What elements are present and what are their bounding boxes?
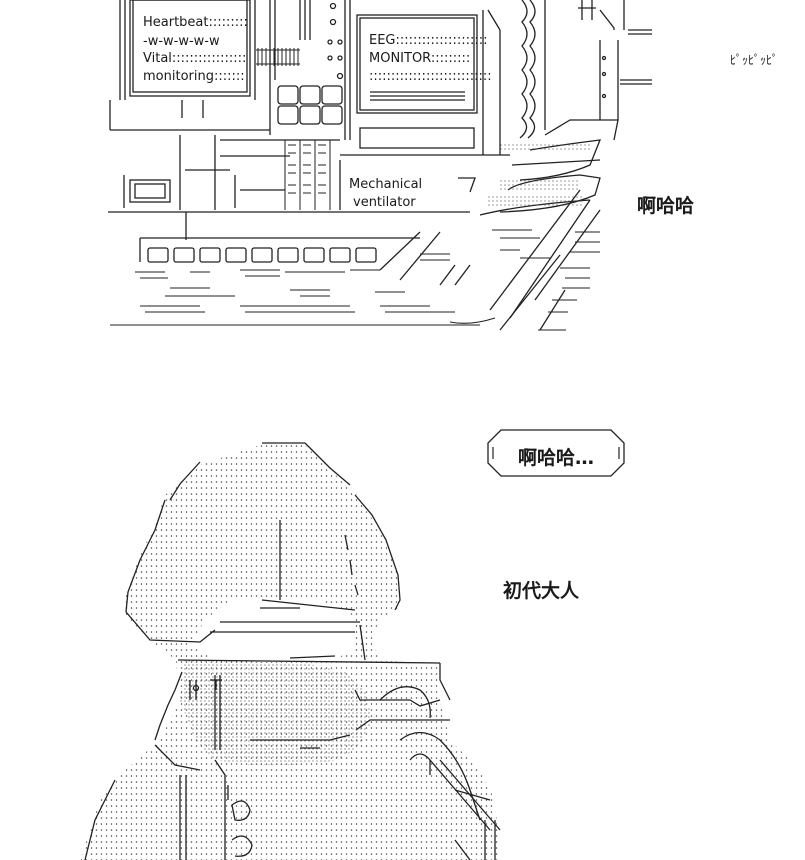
- speech-bubble-text: 啊哈哈…: [517, 447, 594, 469]
- ventilator-label-line2: ventilator: [353, 195, 416, 210]
- beep-sound-effect: ﾋﾟｯﾋﾟｯﾋﾟ: [730, 53, 779, 67]
- equipment-dots: [488, 144, 590, 206]
- monitor-right-line3: ::::::::::::::::::::::::::::: [369, 69, 492, 84]
- monitor-right-line1: EEG:::::::::::::::::::::: [369, 33, 488, 48]
- name-speech: 初代大人: [503, 580, 580, 602]
- monitor-right-line2: MONITOR:::::::::: [369, 51, 471, 66]
- monitor-left-line3: Vital:::::::::::::::::: [143, 51, 247, 66]
- hooded-figure: [80, 442, 501, 860]
- monitor-left-line2: -w-w-w-w-w: [143, 34, 220, 49]
- medical-equipment: [108, 0, 652, 331]
- ventilator-label-line1: Mechanical: [349, 177, 423, 192]
- speech-bubble-frame: [487, 429, 625, 477]
- laugh-speech: 啊哈哈: [637, 195, 695, 217]
- monitor-left-line4: monitoring:::::::: [143, 69, 245, 84]
- monitor-left-line1: Heartbeat:::::::::: [143, 15, 248, 30]
- speech-bubble: 啊哈哈…: [487, 429, 625, 477]
